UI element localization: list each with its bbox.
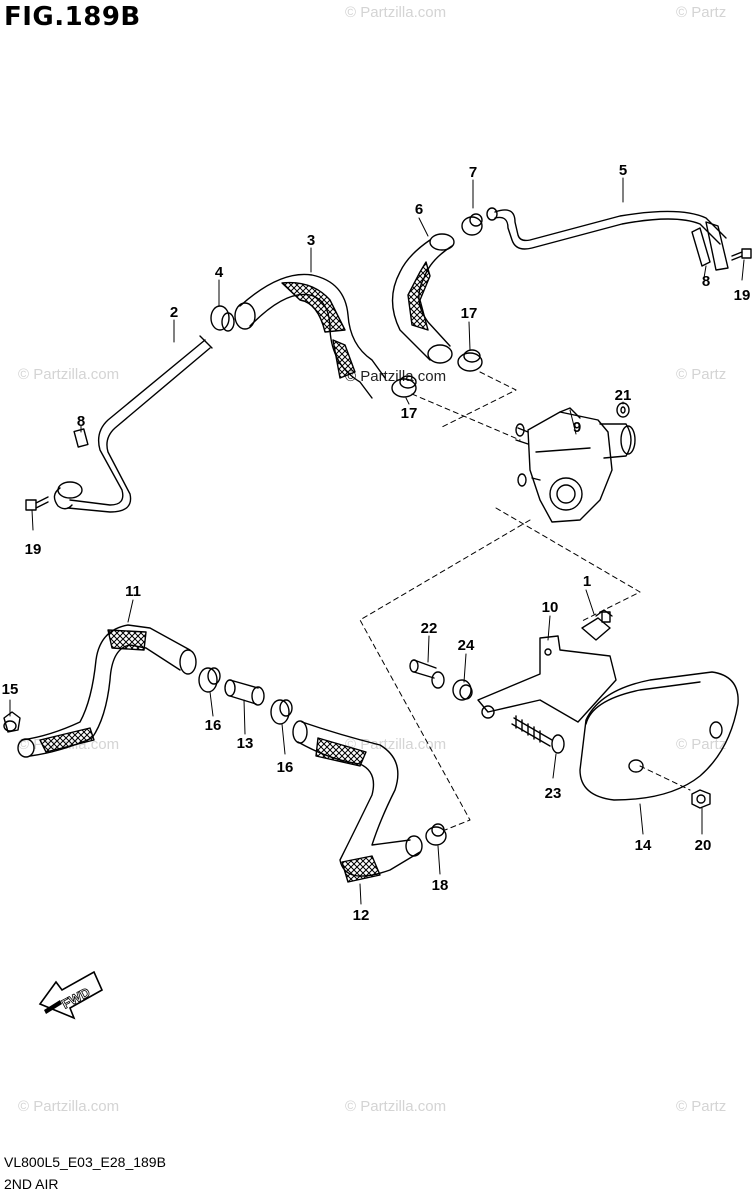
hose-6 [391, 233, 455, 364]
pipe-2 [53, 335, 213, 513]
callout-2: 2 [170, 304, 178, 321]
bolt-23 [511, 715, 565, 754]
callout-14: 14 [635, 837, 652, 854]
callout-17-upper: 17 [461, 305, 478, 322]
hose-3 [234, 273, 386, 399]
leader-lines [9, 177, 745, 905]
sensor-1 [581, 609, 613, 641]
watermark: © Partzilla.com [18, 366, 120, 383]
callout-16-left: 16 [205, 717, 222, 734]
washer-21 [616, 402, 630, 418]
callout-labels: 1 2 3 4 5 6 7 8 8 9 10 11 12 13 14 15 16… [2, 162, 751, 924]
watermark: © Partzilla.com [345, 736, 447, 753]
bolt-22 [409, 659, 445, 689]
bolt-19-right [731, 248, 752, 261]
diagram-code: VL800L5_E03_E28_189B [4, 1154, 166, 1170]
callout-3: 3 [307, 232, 315, 249]
callout-18: 18 [432, 877, 449, 894]
nut-20 [691, 789, 711, 809]
callout-19-left: 19 [25, 541, 42, 558]
clamp-16-left [198, 667, 221, 693]
callout-16-right: 16 [277, 759, 294, 776]
hose-11 [17, 624, 197, 758]
bracket-10 [477, 635, 617, 723]
callout-15: 15 [2, 681, 19, 698]
watermark: © Partz [676, 4, 727, 21]
callout-13: 13 [237, 735, 254, 752]
callout-6: 6 [415, 201, 423, 218]
bracket-8-right [691, 221, 729, 271]
callout-11: 11 [125, 583, 141, 600]
watermark: © Partz [676, 366, 727, 383]
callout-12: 12 [353, 907, 370, 924]
clamp-17-lower [391, 375, 417, 398]
clamp-17-upper [457, 349, 483, 372]
callout-8-left: 8 [77, 413, 85, 430]
valve-9 [515, 407, 636, 523]
bolt-19-left [25, 496, 49, 511]
callout-7: 7 [469, 164, 477, 181]
figure-title: FIG.189B [4, 2, 141, 32]
case-14 [579, 671, 739, 801]
callout-10: 10 [542, 599, 559, 616]
fwd-arrow-icon: FWD [38, 970, 104, 1020]
clamp-4 [210, 305, 235, 332]
callout-1: 1 [583, 573, 591, 590]
callout-21: 21 [615, 387, 632, 404]
clamp-16-right [270, 699, 293, 725]
callout-19-right: 19 [734, 287, 751, 304]
callout-17-lower: 17 [401, 405, 418, 422]
pipe-5 [486, 207, 727, 250]
joint-13 [224, 679, 265, 706]
guide-lines-upper [359, 371, 641, 831]
callout-24: 24 [458, 637, 475, 654]
grommet-24 [452, 679, 473, 701]
bracket-8-left [73, 428, 89, 448]
watermark: © Partzilla.com [345, 1098, 447, 1115]
callout-9: 9 [573, 419, 581, 436]
watermark: © Partz [676, 736, 727, 753]
diagram-name: 2ND AIR [4, 1176, 59, 1192]
clamp-18 [425, 823, 447, 846]
watermark: © Partzilla.com [345, 4, 447, 21]
callout-20: 20 [695, 837, 712, 854]
clip-15 [3, 711, 21, 733]
callout-8-right: 8 [702, 273, 710, 290]
callout-5: 5 [619, 162, 627, 179]
watermark: © Partz [676, 1098, 727, 1115]
callout-23: 23 [545, 785, 562, 802]
watermark: © Partzilla.com [18, 1098, 120, 1115]
hose-12 [292, 720, 423, 883]
watermark: © Partzilla.com [345, 368, 447, 385]
clamp-7 [461, 213, 483, 236]
callout-4: 4 [215, 264, 224, 281]
callout-22: 22 [421, 620, 438, 637]
